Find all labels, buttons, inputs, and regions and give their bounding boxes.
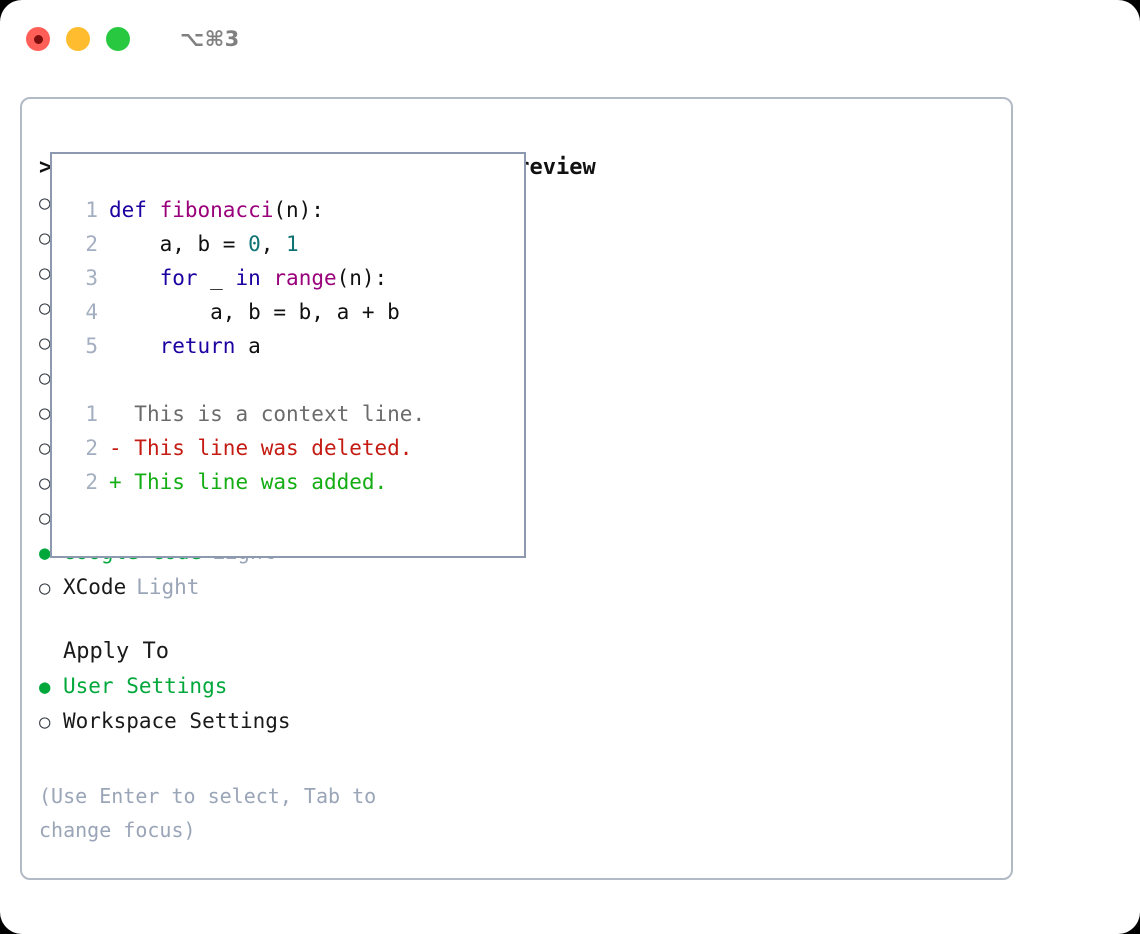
window-controls — [26, 27, 130, 51]
apply-to-option-user-settings[interactable]: ● User Settings — [39, 669, 479, 704]
code-token-num: 1 — [286, 232, 299, 256]
code-line: 3 for _ in range(n): — [64, 261, 518, 295]
main-panel: > Select Theme ○ANSIDark○Atom OneDark○Ay… — [20, 97, 1013, 880]
radio-unselected-icon: ○ — [39, 577, 51, 599]
code-line-text: a, b = 0, 1 — [109, 227, 299, 261]
code-line-number: 4 — [85, 300, 98, 324]
code-line-number: 5 — [85, 334, 98, 358]
section-spacer — [39, 605, 479, 635]
diff-sign: - — [109, 436, 135, 460]
code-line: 1 def fibonacci(n): — [64, 193, 518, 227]
radio-unselected-icon: ○ — [39, 227, 51, 249]
code-token-fn: range — [273, 266, 337, 290]
diff-line-text: This is a context line. — [109, 397, 425, 431]
code-token-num: 0 — [248, 232, 261, 256]
apply-to-title: Apply To — [63, 639, 169, 664]
radio-unselected-icon: ○ — [39, 507, 51, 529]
diff-line-text: + This line was added. — [109, 465, 387, 499]
code-token-kw: return — [159, 334, 236, 358]
diff-line-add: 2 + This line was added. — [64, 465, 518, 499]
apply-to-option-label: User Settings — [63, 674, 228, 698]
code-token-pl: , — [260, 232, 287, 256]
preview-heading: Preview — [503, 155, 596, 180]
hint-spacer — [39, 739, 479, 779]
radio-unselected-icon: ○ — [39, 262, 51, 284]
theme-option-label: XCode — [63, 575, 127, 599]
radio-unselected-icon: ○ — [39, 711, 51, 733]
minimize-button[interactable] — [66, 27, 90, 51]
preview-column: Preview — [503, 151, 993, 185]
diff-line-ctx: 1 This is a context line. — [64, 397, 518, 431]
code-token-pl: _ — [197, 266, 236, 290]
diff-line-number: 2 — [85, 436, 98, 460]
code-token-pl: a — [235, 334, 261, 358]
code-diff-gap — [64, 363, 518, 397]
code-line-text: for _ in range(n): — [109, 261, 388, 295]
radio-unselected-icon: ○ — [39, 367, 51, 389]
radio-selected-icon: ● — [39, 676, 51, 698]
code-line-text: a, b = b, a + b — [109, 295, 400, 329]
keyboard-hint: (Use Enter to select, Tab to change focu… — [39, 784, 377, 842]
code-token-kw: def — [109, 198, 160, 222]
apply-to-heading: Apply To — [39, 635, 479, 669]
radio-unselected-icon: ○ — [39, 472, 51, 494]
title-bar: ⌥⌘3 — [0, 0, 1140, 78]
diff-line-content: This line was added. — [134, 470, 388, 494]
code-line-text: return a — [109, 329, 261, 363]
radio-selected-icon: ● — [39, 542, 51, 564]
code-token-pl — [109, 266, 160, 290]
diff-sign — [109, 402, 134, 426]
window-title: ⌥⌘3 — [180, 27, 240, 51]
radio-unselected-icon: ○ — [39, 297, 51, 319]
diff-line-text: - This line was deleted. — [109, 431, 412, 465]
radio-unselected-icon: ○ — [39, 332, 51, 354]
maximize-button[interactable] — [106, 27, 130, 51]
code-line-text: def fibonacci(n): — [109, 193, 324, 227]
code-token-kw: in — [235, 266, 261, 290]
apply-to-option-label: Workspace Settings — [63, 709, 291, 733]
diff-line-number: 1 — [85, 402, 98, 426]
code-token-pl: (n): — [336, 266, 388, 290]
diff-sign: + — [109, 470, 135, 494]
code-line: 4 a, b = b, a + b — [64, 295, 518, 329]
diff-line-content: This line was deleted. — [134, 436, 413, 460]
theme-option-tag: Light — [136, 575, 200, 599]
code-token-pl: (n): — [273, 198, 324, 222]
apply-to-option-workspace-settings[interactable]: ○ Workspace Settings — [39, 704, 479, 739]
code-line-number: 3 — [85, 266, 98, 290]
code-token-fn: fibonacci — [159, 198, 274, 222]
code-token-pl — [109, 334, 160, 358]
prompt-caret: > — [39, 155, 53, 180]
close-button[interactable] — [26, 27, 50, 51]
code-token-pl: a, b = b, a + b — [109, 300, 400, 324]
apply-to-list: ● User Settings ○ Workspace Settings — [39, 669, 479, 739]
theme-option-xcode[interactable]: ○ XCode Light — [39, 570, 479, 605]
diff-sample: 1 This is a context line.2- This line wa… — [64, 397, 518, 499]
code-token-pl — [261, 266, 274, 290]
code-line: 5 return a — [64, 329, 518, 363]
code-line-number: 1 — [85, 198, 98, 222]
code-token-pl: a, b = — [109, 232, 249, 256]
code-line-number: 2 — [85, 232, 98, 256]
code-line: 2 a, b = 0, 1 — [64, 227, 518, 261]
diff-line-content: This is a context line. — [134, 402, 426, 426]
diff-line-del: 2- This line was deleted. — [64, 431, 518, 465]
radio-unselected-icon: ○ — [39, 192, 51, 214]
radio-unselected-icon: ○ — [39, 402, 51, 424]
diff-line-number: 2 — [85, 470, 98, 494]
code-token-kw: for — [159, 266, 198, 290]
radio-unselected-icon: ○ — [39, 437, 51, 459]
